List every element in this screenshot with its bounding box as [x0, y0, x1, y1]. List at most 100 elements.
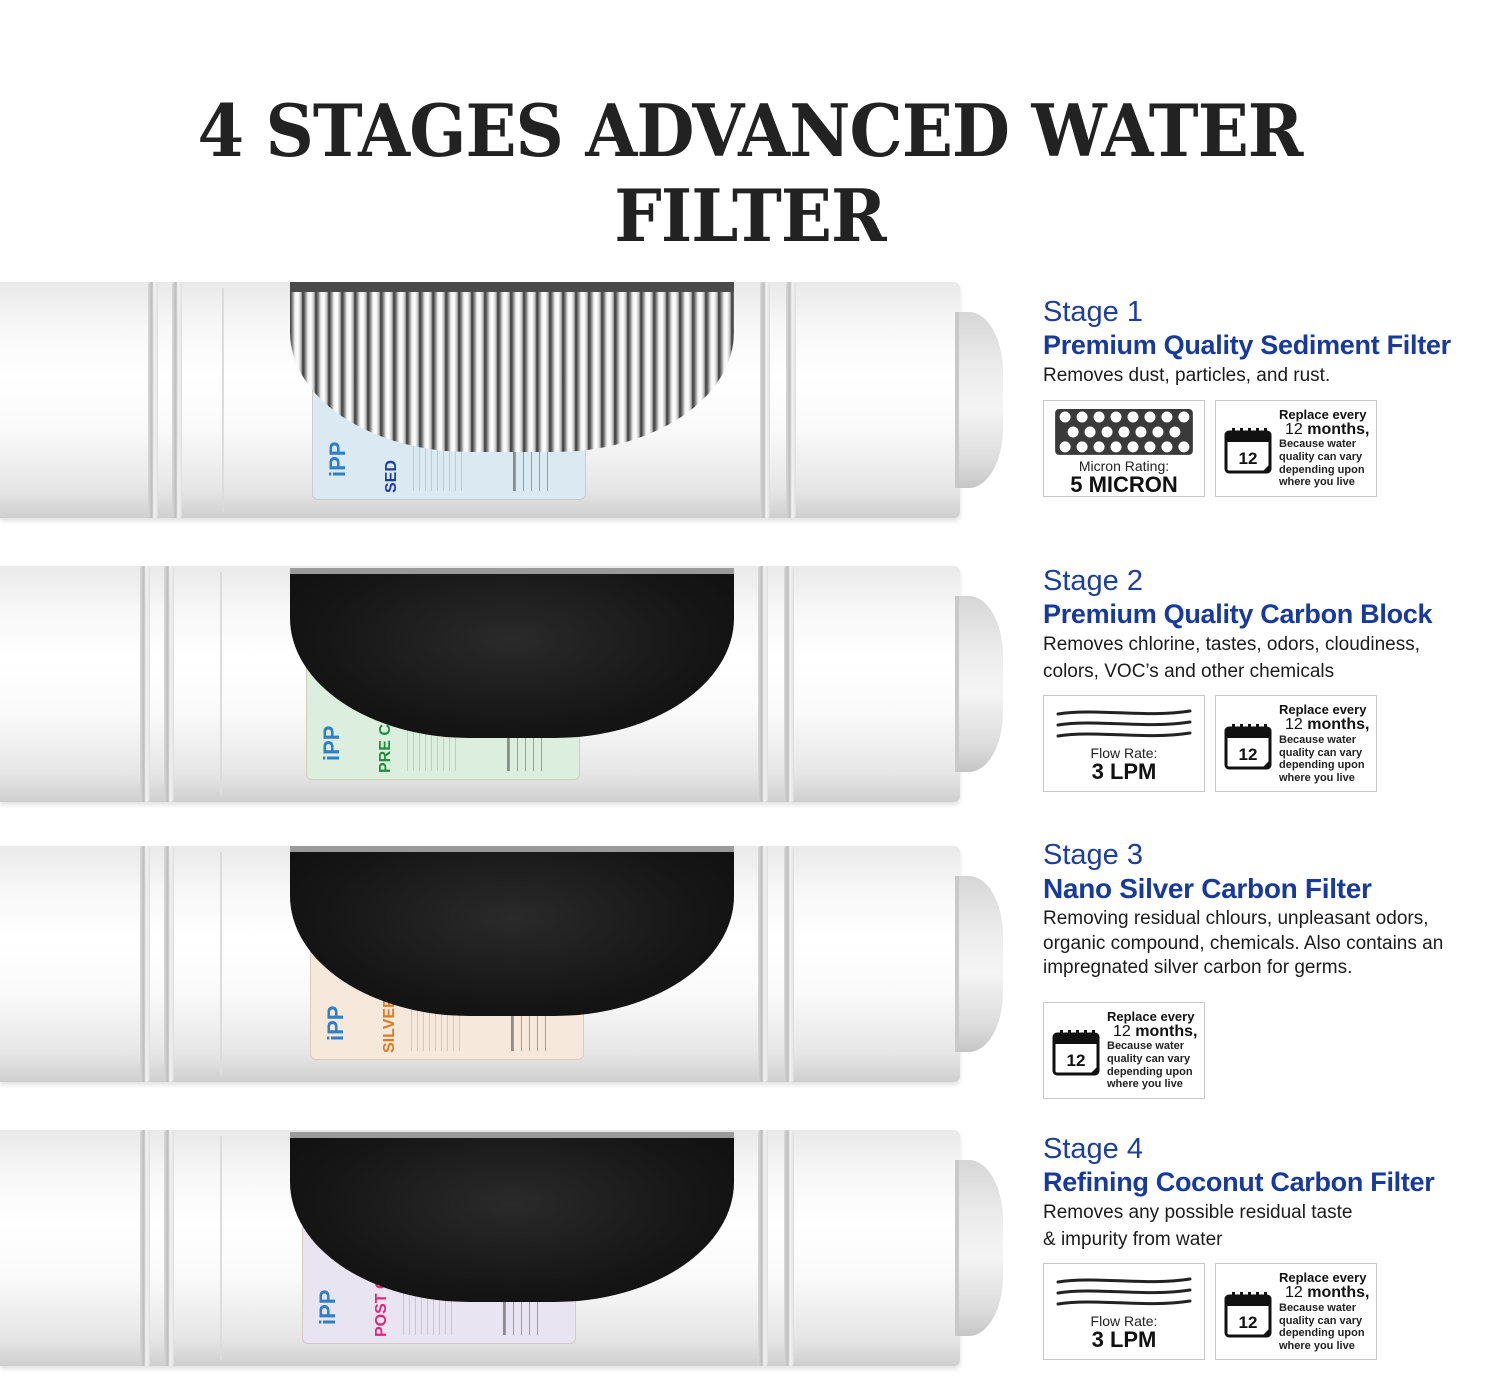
carbon-block-cutaway — [290, 568, 734, 738]
cartridge-groove — [760, 282, 770, 518]
cartridge-stage-1: iPP SED — [0, 276, 1010, 526]
cartridge-stage-4: iPP POST CA — [0, 1124, 1010, 1374]
stage-description: Removing residual chlours, unpleasant od… — [1043, 907, 1500, 979]
cartridge-groove — [164, 1130, 174, 1366]
stage-badges: Flow Rate: 3 LPM 12 Replace every 12 mon… — [1043, 1263, 1500, 1361]
replace-note: depending upon — [1279, 463, 1365, 476]
replace-note: depending upon — [1107, 1065, 1193, 1078]
stage-3-info: Stage 3 Nano Silver Carbon Filter Removi… — [1043, 839, 1500, 1099]
months-word: months, — [1307, 420, 1370, 438]
stage-name: Premium Quality Carbon Block — [1043, 598, 1433, 629]
silver-carbon-cutaway — [290, 846, 734, 1016]
replace-note: Because water — [1279, 1301, 1357, 1314]
replace-line: Replace every — [1107, 1008, 1195, 1024]
cartridge-stage-3: iPP SILVER — [0, 840, 1010, 1090]
replacement-badge: 12 Replace every 12 months, Because wate… — [1215, 399, 1377, 497]
cartridge-groove — [784, 1130, 794, 1366]
months-word: months, — [1307, 716, 1370, 734]
cartridge-groove — [758, 846, 768, 1082]
svg-text:12: 12 — [1239, 1313, 1258, 1332]
stage-name: Refining Coconut Carbon Filter — [1043, 1166, 1435, 1197]
stage-1-info: Stage 1 Premium Quality Sediment Filter … — [1043, 296, 1500, 497]
description-line: impregnated silver carbon for germs. — [1043, 956, 1353, 978]
cartridge-groove — [164, 846, 174, 1082]
hexagon-mesh-icon — [1055, 408, 1193, 455]
cartridge-end-cap — [955, 312, 1003, 488]
cartridge-groove — [786, 282, 796, 518]
replace-note: Because water — [1279, 733, 1357, 746]
replace-note: where you live — [1279, 476, 1355, 489]
replace-note: quality can vary — [1279, 1314, 1363, 1327]
cartridge-groove — [784, 846, 794, 1082]
replace-note: quality can vary — [1279, 450, 1363, 463]
months-word: months, — [1135, 1022, 1198, 1040]
cartridge-seam — [220, 1136, 222, 1360]
replace-note: quality can vary — [1107, 1052, 1191, 1065]
stage-number: Stage 2 — [1043, 565, 1143, 597]
months-number: 12 — [1285, 420, 1303, 438]
stage-4-info: Stage 4 Refining Coconut Carbon Filter R… — [1043, 1133, 1500, 1361]
svg-text:12: 12 — [1239, 745, 1258, 764]
cartridge-end-cap — [955, 876, 1003, 1052]
replace-months: 12 months, — [1279, 420, 1370, 439]
spec-label: Micron Rating: — [1078, 457, 1170, 474]
replace-line: Replace every — [1279, 406, 1367, 422]
description-line: Removing residual chlours, unpleasant od… — [1043, 908, 1429, 930]
replace-line: Replace every — [1279, 702, 1367, 718]
cartridge-groove — [140, 1130, 150, 1366]
cartridge-stage-2: iPP PRE CA — [0, 560, 1010, 810]
stage-2-info: Stage 2 Premium Quality Carbon Block Rem… — [1043, 565, 1500, 793]
months-number: 12 — [1285, 1284, 1303, 1302]
months-number: 12 — [1113, 1022, 1131, 1040]
replacement-text: Replace every 12 months, Because water q… — [1107, 1010, 1197, 1091]
svg-text:12: 12 — [1067, 1051, 1086, 1070]
replacement-badge: 12 Replace every 12 months, Because wate… — [1215, 695, 1377, 793]
replace-note: quality can vary — [1279, 746, 1363, 759]
replacement-text: Replace every 12 months, Because water q… — [1279, 408, 1369, 489]
svg-text:12: 12 — [1239, 449, 1258, 468]
micron-rating-badge: Micron Rating: 5 MICRON — [1043, 399, 1205, 497]
label-filter-name: SED — [383, 460, 400, 493]
stage-badges: Micron Rating: 5 MICRON 12 Replace every… — [1043, 399, 1500, 497]
flow-waves-icon — [1056, 1277, 1192, 1306]
cartridge-groove — [164, 566, 174, 802]
page-title: 4 STAGES ADVANCED WATER FILTER — [197, 88, 1303, 258]
calendar-icon: 12 — [1224, 1291, 1272, 1338]
stage-number: Stage 1 — [1043, 296, 1143, 328]
stage-description: Removes dust, particles, and rust. — [1043, 365, 1331, 387]
replace-note: where you live — [1279, 1339, 1355, 1352]
flow-rate-badge: Flow Rate: 3 LPM — [1043, 1263, 1205, 1361]
stage-badges: Flow Rate: 3 LPM 12 Replace every 12 mon… — [1043, 695, 1500, 793]
replace-note: Because water — [1279, 438, 1357, 451]
cartridge-end-cap — [955, 1160, 1003, 1336]
description-line: colors, VOC’s and other chemicals — [1043, 660, 1335, 682]
spec-label: Flow Rate: — [1090, 1313, 1158, 1330]
cartridge-groove — [758, 1130, 768, 1366]
spec-value: 5 MICRON — [1070, 471, 1178, 497]
cartridge-end-cap — [955, 596, 1003, 772]
description-line: organic compound, chemicals. Also contai… — [1043, 932, 1444, 954]
description-line: Removes chlorine, tastes, odors, cloudin… — [1043, 634, 1421, 656]
stage-badges: 12 Replace every 12 months, Because wate… — [1043, 1001, 1500, 1099]
spec-value: 3 LPM — [1091, 1327, 1157, 1353]
stage-number: Stage 4 — [1043, 1133, 1143, 1165]
brand-logo: iPP — [315, 1289, 340, 1325]
stage-name: Nano Silver Carbon Filter — [1043, 872, 1372, 904]
stage-number: Stage 3 — [1043, 839, 1143, 871]
replacement-badge: 12 Replace every 12 months, Because wate… — [1215, 1263, 1377, 1361]
cartridge-groove — [758, 566, 768, 802]
cartridge-seam — [220, 852, 222, 1076]
cartridge-groove — [140, 566, 150, 802]
sediment-media-cutaway — [290, 282, 734, 452]
brand-logo: iPP — [323, 1005, 348, 1041]
flow-rate-badge: Flow Rate: 3 LPM — [1043, 695, 1205, 793]
stage-description: Removes any possible residual taste & im… — [1043, 1200, 1500, 1253]
flow-waves-icon — [1056, 709, 1192, 738]
cartridge-groove — [784, 566, 794, 802]
coconut-carbon-cutaway — [290, 1132, 734, 1302]
replacement-badge: 12 Replace every 12 months, Because wate… — [1043, 1001, 1205, 1099]
replace-months: 12 months, — [1107, 1022, 1198, 1041]
replace-note: Because water — [1107, 1040, 1185, 1053]
brand-logo: iPP — [325, 441, 350, 477]
replace-months: 12 months, — [1279, 716, 1370, 734]
